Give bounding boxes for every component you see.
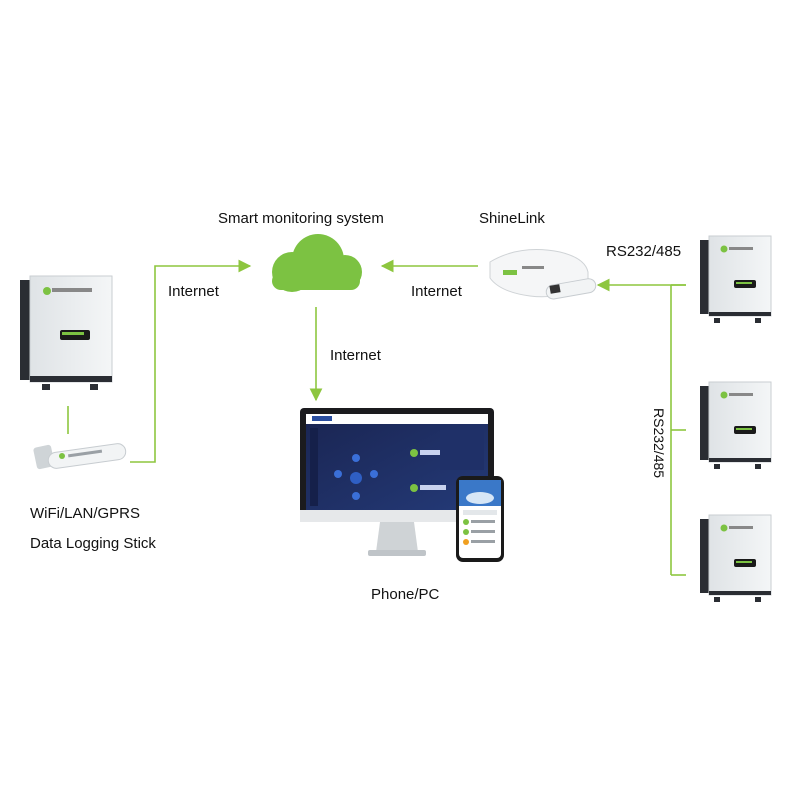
rs-vertical-label: RS232/485: [651, 408, 667, 479]
logging-stick-icon: [33, 443, 127, 470]
phone-icon: [456, 476, 504, 562]
internet-left-label: Internet: [168, 283, 219, 300]
inverter-icon: [700, 514, 772, 602]
shinelink-router-icon: [489, 249, 597, 300]
inverter-icon: [700, 381, 772, 469]
stick-to-cloud-line: [130, 259, 252, 463]
rs-top-label: RS232/485: [606, 243, 682, 260]
cloud-label: Smart monitoring system: [218, 210, 384, 227]
connection-lines: [67, 259, 686, 576]
stick-label-line2: Data Logging Stick: [30, 535, 156, 552]
inverter-icon: [700, 235, 772, 323]
stick-label-line1: WiFi/LAN/GPRS: [30, 505, 141, 522]
internet-right-label: Internet: [411, 283, 462, 300]
phonepc-label: Phone/PC: [371, 586, 440, 603]
inverter-icon: [20, 275, 113, 390]
shinelink-label: ShineLink: [479, 210, 545, 227]
cloud-icon: [272, 234, 362, 292]
internet-down-label: Internet: [330, 347, 381, 364]
